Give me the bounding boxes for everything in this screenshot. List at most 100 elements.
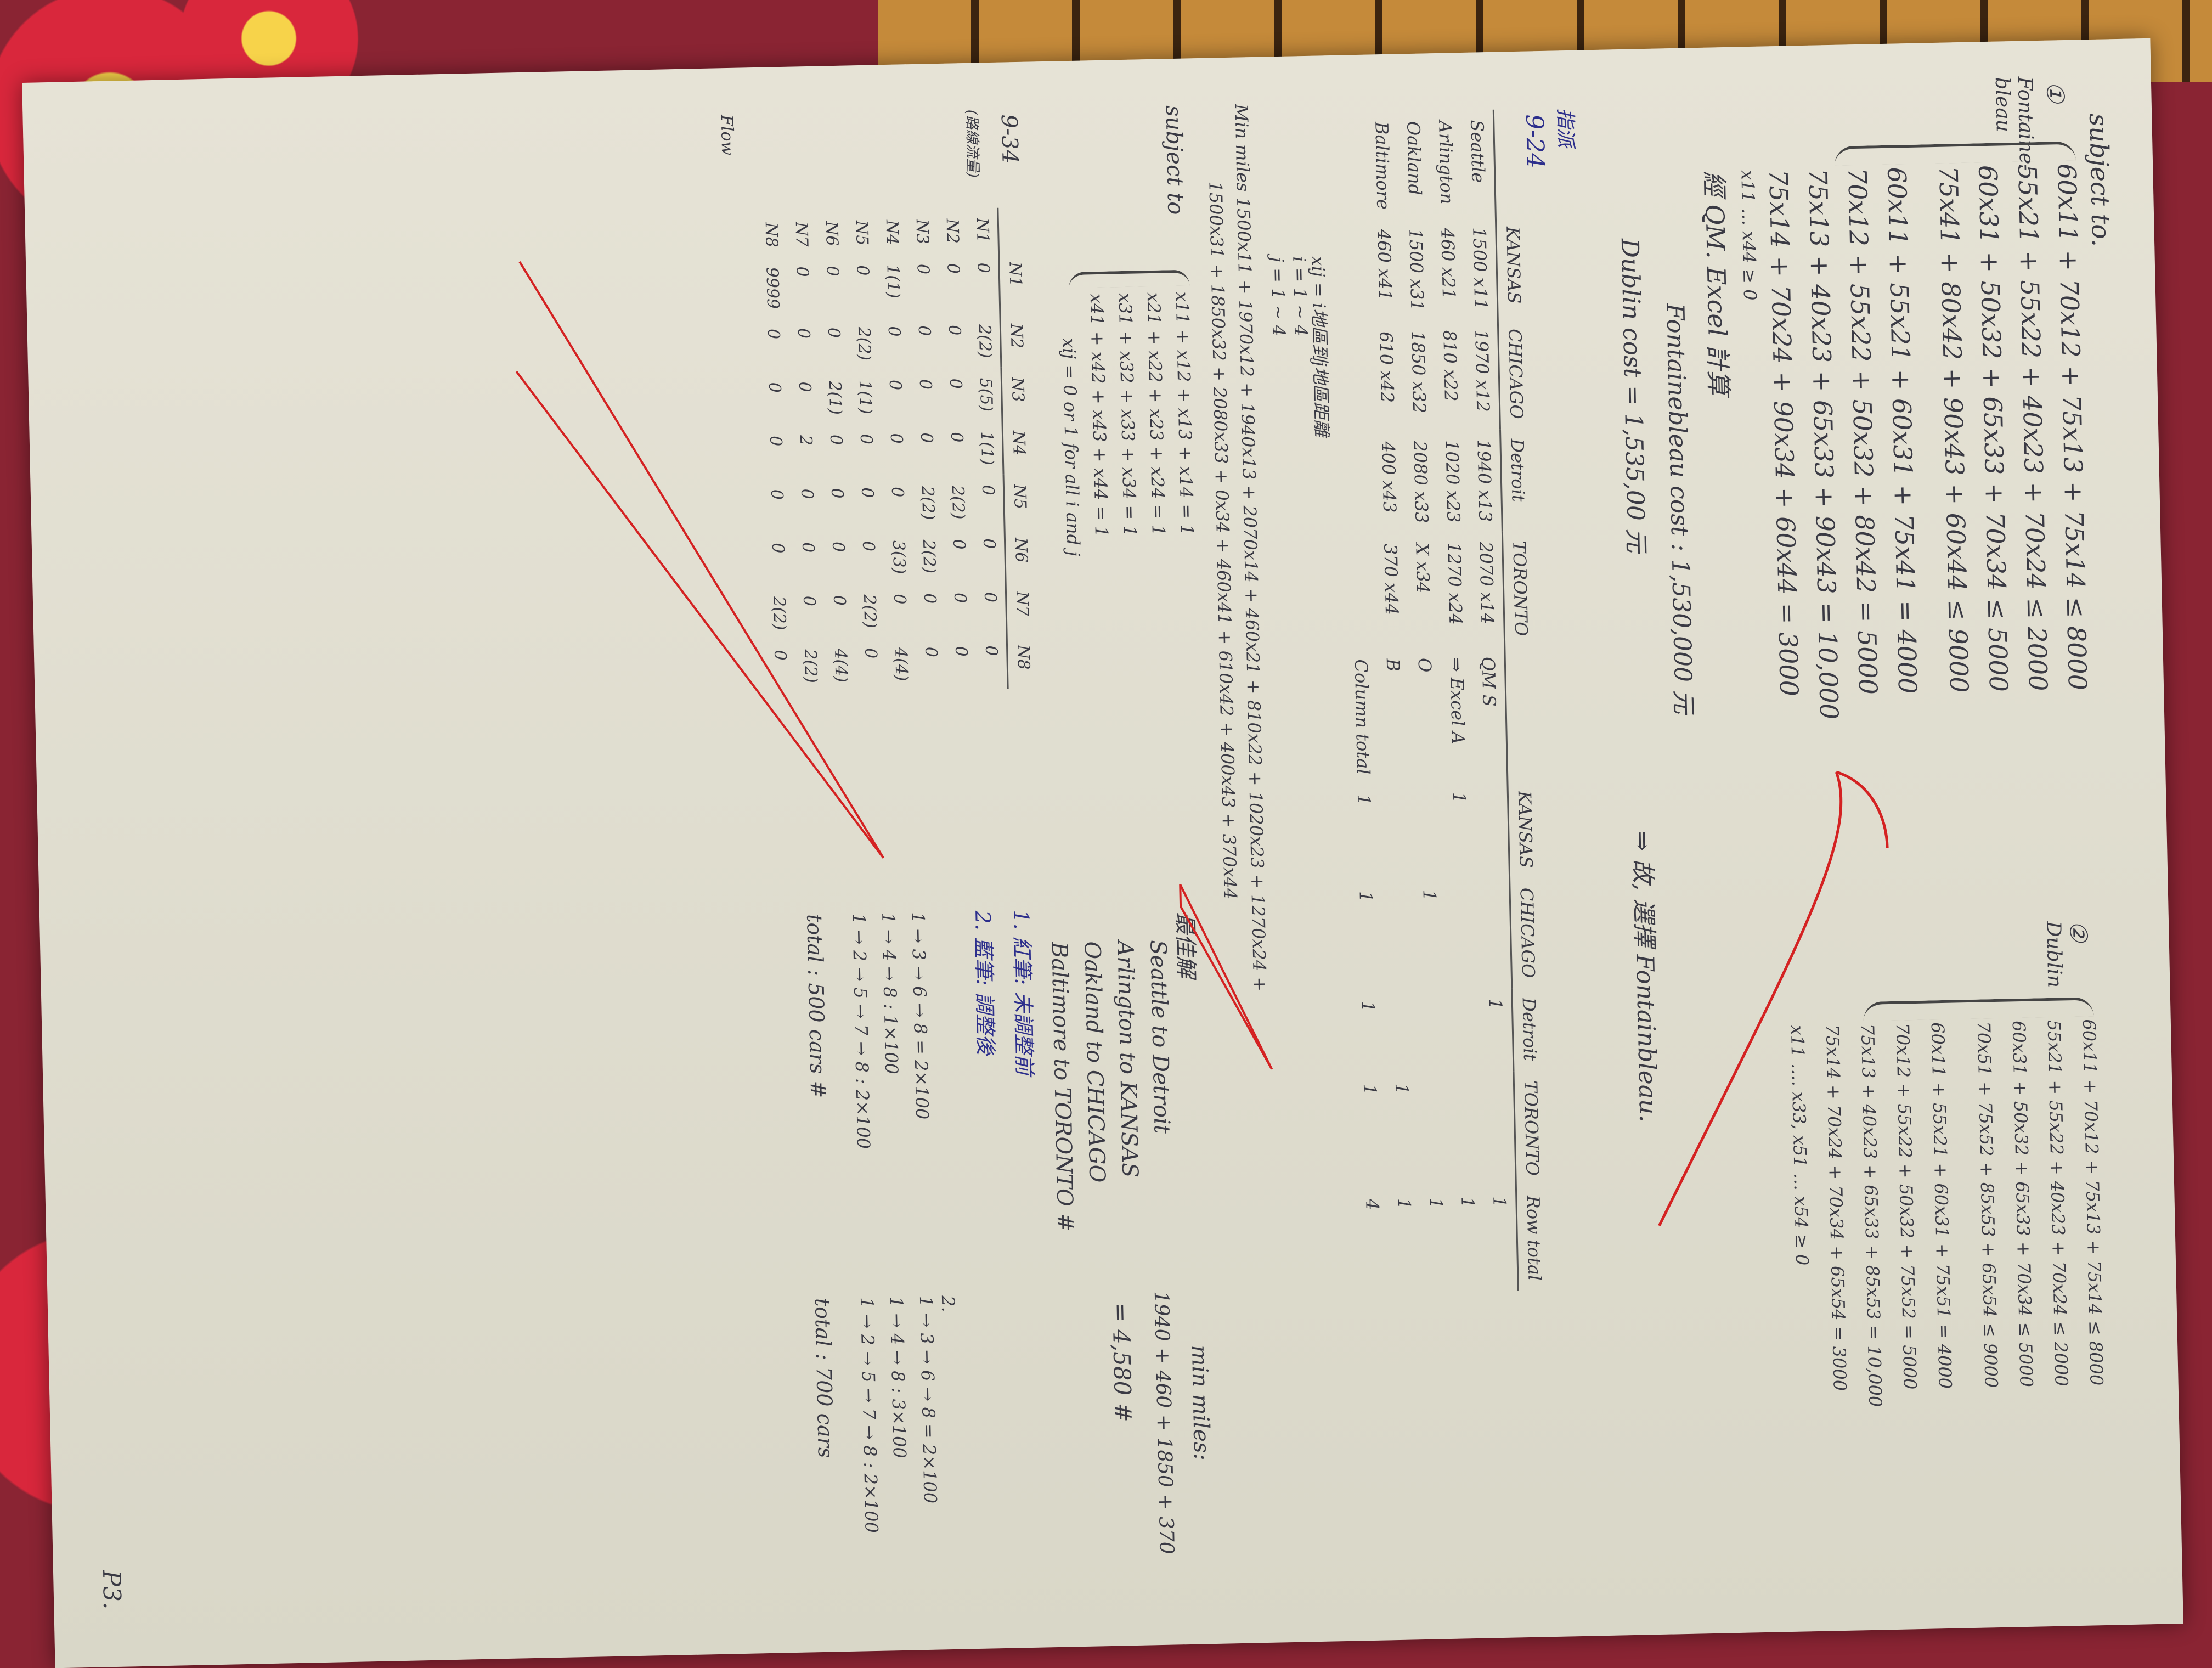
table-cell: 4(4) <box>831 648 851 683</box>
table-cell: 1500 x31 <box>1405 228 1428 312</box>
table-cell <box>1415 989 1449 1073</box>
table-cell: 0 <box>945 378 966 390</box>
table-cell: 1 <box>1419 889 1440 901</box>
assignment-constraints: x11 + x12 + x13 + x14 = 1 x21 + x22 + x2… <box>1058 291 1198 556</box>
f-constraint: 75x14 + 70x24 + 90x34 + 60x44 = 3000 <box>1763 169 1804 697</box>
table-cell: 0 <box>980 591 1000 603</box>
table-header-cell: KANSAS <box>1496 216 1531 319</box>
table-cell: 0 <box>884 326 904 337</box>
table-cell: 0 <box>856 433 876 445</box>
table-cell: 2 <box>795 435 816 446</box>
assignment-brace <box>1068 269 1190 289</box>
table-cell: 0 <box>973 262 993 274</box>
table-cell: 0 <box>943 263 963 274</box>
table-cell: 0 <box>886 433 906 444</box>
table-cell <box>1418 1073 1452 1188</box>
i-range: i = 1 ~ 4 <box>1289 256 1312 336</box>
table-cell: 0 <box>887 486 907 498</box>
paths-after: 1 → 3 → 6 → 8 = 2×100 1 → 4 → 8 : 3×100 … <box>810 1296 941 1535</box>
table-cell: 370 x44 <box>1380 543 1403 616</box>
path-item: 1 → 4 → 8 : 3×100 <box>885 1296 911 1459</box>
table-cell: 0 <box>797 488 817 500</box>
table-header-cell: CHICAGO <box>1498 318 1533 430</box>
d-constraint: 60x11 + 70x12 + 75x13 + 75x14 ≤ 8000 <box>2078 1019 2107 1386</box>
st-constraint: x31 + x32 + x33 + x34 = 1 <box>1114 292 1141 537</box>
table-cell: 1 <box>1359 1084 1381 1096</box>
conclusion: ⇒ 故, 選擇 Fontainbleau. <box>1628 830 1662 1123</box>
table-cell: 2(2) <box>917 486 938 520</box>
table-cell <box>1379 784 1413 881</box>
table-cell: 0 <box>913 263 933 275</box>
solution-item: Seattle to Detroit <box>1145 939 1175 1134</box>
f-constraint: 75x13 + 40x23 + 65x33 + 90x43 = 10,000 <box>1803 168 1844 720</box>
table-cell: 1(1) <box>883 264 903 299</box>
table-cell: 1 <box>1355 891 1376 903</box>
column-total-label: Column total <box>1350 659 1374 775</box>
table-cell: 460 x41 <box>1373 229 1396 301</box>
path-item: 1 → 4 → 8 : 1×100 <box>878 912 902 1075</box>
d-constraint: 55x21 + 55x22 + 40x23 + 70x24 ≤ 2000 <box>2043 1019 2072 1387</box>
table-cell: 0 <box>949 539 969 550</box>
table-cell <box>1336 219 1370 323</box>
table-cell: 1 <box>1485 998 1506 1010</box>
flow-matrix: N1 N2 N3 N4 N5 N6 N7 N8 N1 0 2(2) 5(5) 1… <box>755 207 1039 694</box>
table-cell: 1 <box>1357 1001 1379 1013</box>
row-label: N7 <box>791 221 811 247</box>
d-constraint: 60x31 + 50x32 + 65x33 + 70x34 ≤ 5000 <box>2008 1020 2037 1388</box>
min-miles-sum: 1940 + 460 + 1850 + 370 <box>1149 1291 1178 1555</box>
row-label: Arlington <box>1435 120 1458 205</box>
fontainebleau-cost: Fontainebleau cost : 1,530,000 元 <box>1661 303 1697 714</box>
table-cell: 0 <box>828 541 848 553</box>
table-cell: 1 <box>1425 1197 1447 1209</box>
table-cell <box>1342 534 1376 650</box>
dublin-constraints: 60x11 + 70x12 + 75x13 + 75x14 ≤ 8000 55x… <box>1787 1019 2108 1408</box>
assignment-table: KANSAS CHICAGO Detroit TORONTO KANSAS CH… <box>1334 109 1551 1294</box>
f-constraint: 75x41 + 80x42 + 90x43 + 60x44 ≤ 9000 <box>1933 165 1974 694</box>
table-header-cell: TORONTO <box>1502 531 1538 646</box>
table-header-cell: N5 <box>1003 474 1036 528</box>
table-header-cell: KANSAS <box>1507 780 1543 878</box>
table-cell: 9999 <box>762 267 783 309</box>
table-cell: 0 <box>979 538 999 549</box>
min-miles-label: min miles: <box>1186 1345 1215 1461</box>
problem9-24-tag: 指派 <box>1553 108 1577 148</box>
table-cell: 0 <box>793 328 814 339</box>
table-cell: 1 <box>1457 1196 1479 1209</box>
table-cell: 0 <box>768 542 788 554</box>
f-constraint: 60x11 + 55x21 + 60x31 + 75x41 = 4000 <box>1882 166 1923 695</box>
row-label: N1 <box>972 217 992 244</box>
row-label: N2 <box>942 218 962 244</box>
table-header-cell: N3 <box>1001 367 1034 421</box>
table-cell: 1 <box>1393 1198 1415 1210</box>
table-cell: 2(1) <box>825 380 845 415</box>
table-header-cell: Detroit <box>1511 987 1547 1072</box>
table-cell: 0 <box>794 381 815 392</box>
table-cell: 2(2) <box>800 649 821 684</box>
table-cell: 1940 x13 <box>1473 439 1496 522</box>
path-item: 1 → 3 → 6 → 8 = 2×100 <box>907 911 933 1120</box>
table-cell: 0 <box>951 646 971 657</box>
table-cell <box>1449 1072 1483 1187</box>
table-cell: O <box>1414 657 1436 673</box>
table-cell: 0 <box>764 382 785 393</box>
solution-item: Oakland to CHICAGO <box>1079 940 1110 1183</box>
path-item: 1 → 2 → 5 → 7 → 8 : 2×100 <box>856 1297 882 1534</box>
table-cell: 2(2) <box>918 539 939 574</box>
table-cell: 0 <box>766 489 787 500</box>
table-cell: 1500 x11 <box>1469 227 1492 310</box>
table-cell: 0 <box>950 592 970 604</box>
table-cell: 0 <box>915 379 935 390</box>
table-cell: 0 <box>853 264 872 276</box>
table-cell: 0 <box>827 488 847 499</box>
table-header-cell <box>997 207 1030 253</box>
dublin-brace <box>1863 997 2094 1022</box>
dublin-cost: Dublin cost = 1,535,00 元 <box>1615 238 1650 553</box>
legend-red: 1. 紅筆: 未調整前 <box>1009 909 1037 1075</box>
table-cell: 2(2) <box>947 485 968 520</box>
table-cell: 1 <box>1489 1196 1510 1208</box>
table-cell: ⇒ Excel A <box>1446 657 1469 745</box>
st-constraint: x41 + x42 + x43 + x44 = 1 <box>1086 293 1112 538</box>
table-cell: 0 <box>770 650 790 661</box>
table-cell <box>1381 880 1415 991</box>
table-cell: 810 x22 <box>1439 330 1462 402</box>
